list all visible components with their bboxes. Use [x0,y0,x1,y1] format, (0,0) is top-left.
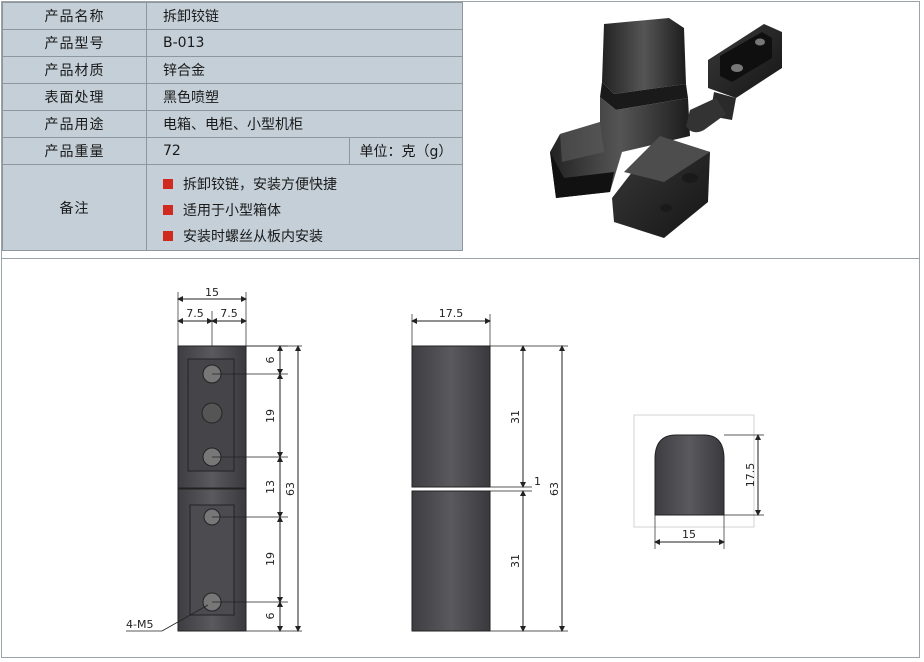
table-row: 表面处理 黑色喷塑 [2,83,463,111]
notes-label: 备注 [2,164,147,251]
hole-callout: 4-M5 [126,618,153,631]
table-row: 产品用途 电箱、电柜、小型机柜 [2,110,463,138]
bullet-icon [163,179,173,189]
dim-top: 6 [264,357,277,364]
dim-side-gap: 1 [534,475,541,488]
notes-cell: 拆卸铰链，安装方便快捷 适用于小型箱体 安装时螺丝从板内安装 [146,164,463,251]
row-value: 黑色喷塑 [146,83,463,111]
row-label: 产品名称 [2,2,147,30]
dim-bottom: 6 [264,613,277,620]
dim-width-half-right: 7.5 [220,307,238,320]
table-row: 产品型号 B-013 [2,29,463,57]
dim-side-height: 63 [548,482,561,496]
table-row-notes: 备注 拆卸铰链，安装方便快捷 适用于小型箱体 安装时螺丝从板内安装 [2,164,463,251]
end-profile [654,434,725,516]
row-value: 拆卸铰链 [146,2,463,30]
note-text: 适用于小型箱体 [183,203,281,219]
dim-side-lower: 31 [509,554,522,568]
dim-end-height: 17.5 [744,463,757,488]
bullet-icon [163,205,173,215]
dim-mid: 13 [264,480,277,494]
weight-value: 72 [146,137,350,165]
note-text: 拆卸铰链，安装方便快捷 [183,177,337,193]
front-view: 15 7.5 7.5 6 19 13 19 6 63 4-M5 [126,286,302,632]
row-label: 表面处理 [2,83,147,111]
end-view: 15 17.5 [633,414,764,549]
dim-side-width: 17.5 [439,307,464,320]
row-label: 产品材质 [2,56,147,84]
row-value: 锌合金 [146,56,463,84]
row-value: B-013 [146,29,463,57]
row-label: 产品型号 [2,29,147,57]
table-row: 产品名称 拆卸铰链 [2,2,463,30]
section-divider [2,258,919,259]
dim-lower: 19 [264,552,277,566]
row-value: 电箱、电柜、小型机柜 [146,110,463,138]
note-item: 适用于小型箱体 [163,197,462,223]
hinge-left-leaf [550,18,690,198]
side-view: 17.5 31 31 1 63 [411,307,568,632]
note-item: 拆卸铰链，安装方便快捷 [163,171,462,197]
dim-end-width: 15 [682,528,696,541]
dim-width-half-left: 7.5 [186,307,204,320]
weight-unit: 单位：克（g） [349,137,463,165]
product-photo [550,18,782,238]
row-label: 产品用途 [2,110,147,138]
dim-height: 63 [284,482,297,496]
side-lower-leaf [411,490,491,632]
side-upper-leaf [411,345,491,488]
spec-table: 产品名称 拆卸铰链 产品型号 B-013 产品材质 锌合金 表面处理 黑色喷塑 … [2,2,463,251]
hinge-bracket [686,24,782,133]
table-row: 产品材质 锌合金 [2,56,463,84]
hinge-lower-block [612,136,710,238]
dim-side-upper: 31 [509,410,522,424]
table-row-weight: 产品重量 72 单位：克（g） [2,137,463,165]
weight-label: 产品重量 [2,137,147,165]
note-text: 安装时螺丝从板内安装 [183,229,323,245]
bullet-icon [163,231,173,241]
dim-width-total: 15 [205,286,219,299]
note-item: 安装时螺丝从板内安装 [163,223,462,249]
dim-upper: 19 [264,409,277,423]
technical-drawing: 15 7.5 7.5 6 19 13 19 6 63 4-M5 17.5 [126,286,764,632]
